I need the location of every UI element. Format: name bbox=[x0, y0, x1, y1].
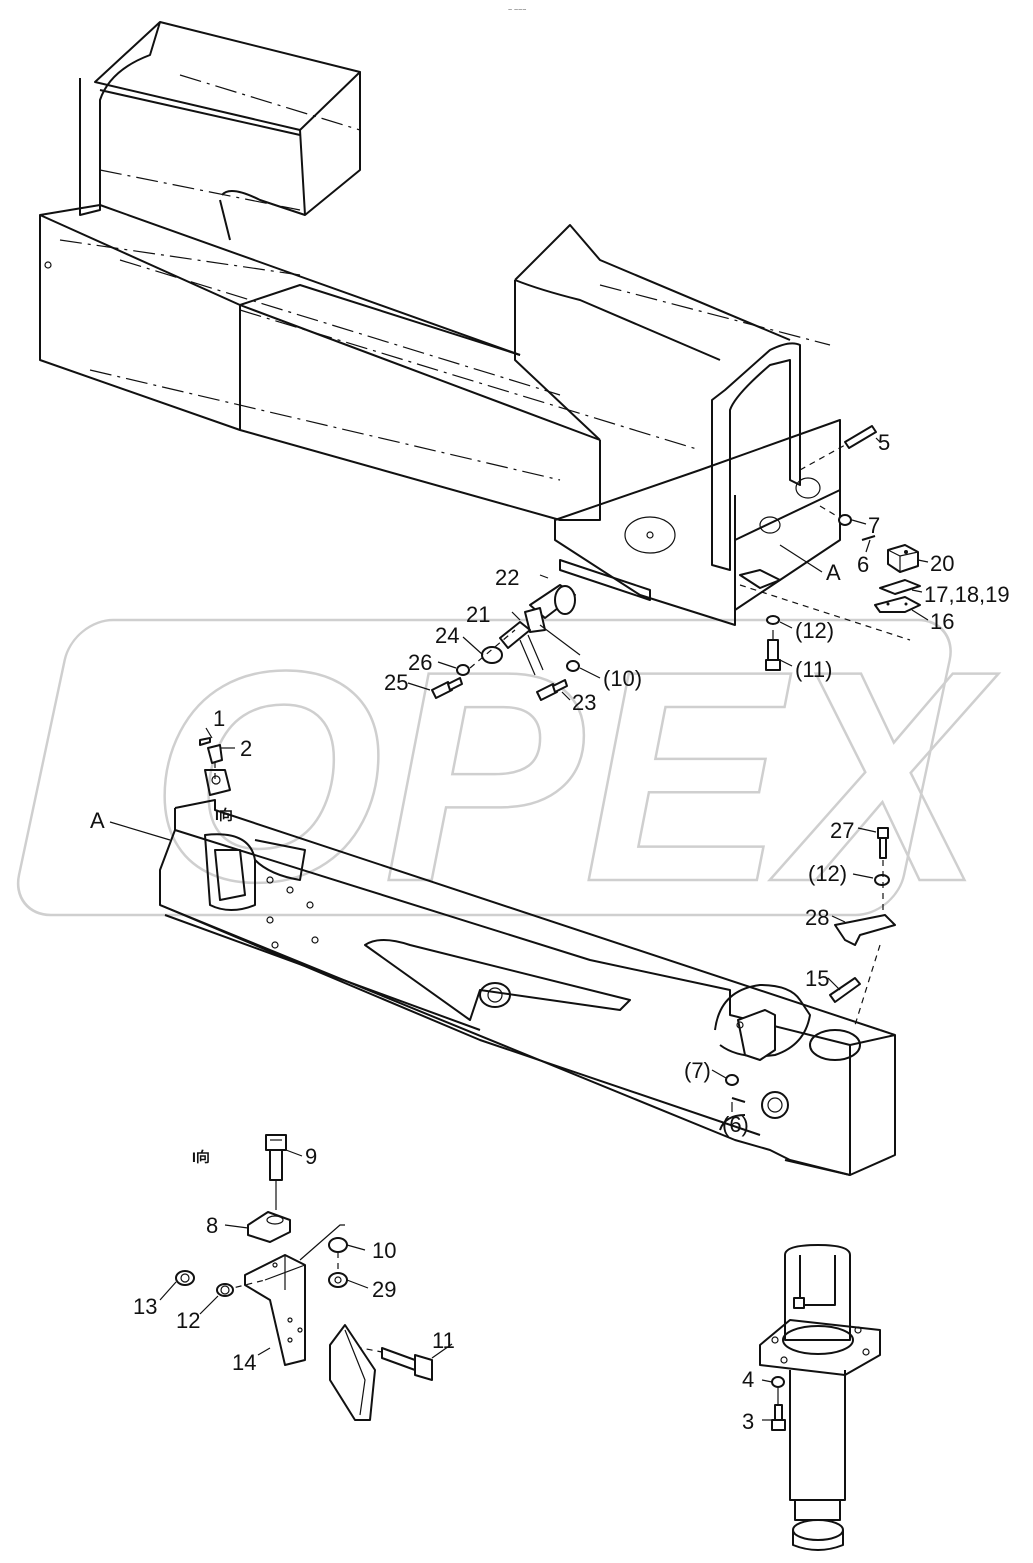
callout-27: 27 bbox=[830, 818, 854, 843]
opex-watermark: OPEX bbox=[16, 607, 1000, 945]
upper-channel-assembly bbox=[39, 21, 841, 626]
bolt-23 bbox=[536, 679, 568, 701]
washer-12-detail bbox=[216, 1283, 234, 1297]
washer-7-lower bbox=[725, 1074, 739, 1086]
lower-main-beam bbox=[159, 799, 896, 1176]
washer-12-upper bbox=[766, 615, 780, 625]
plate-17-18-19 bbox=[879, 579, 921, 595]
washer-12-right bbox=[874, 874, 890, 886]
lever-21 bbox=[499, 621, 544, 676]
centerline bbox=[599, 284, 831, 346]
centerline bbox=[119, 259, 561, 396]
callout-29: 29 bbox=[372, 1277, 396, 1302]
callouts-detail: I向 9 8 10 29 13 12 11 14 4 3 bbox=[133, 1144, 754, 1434]
callout-4: 4 bbox=[742, 1367, 754, 1392]
pin-6-lower bbox=[731, 1097, 746, 1103]
callout-12-right: (12) bbox=[808, 861, 847, 886]
callout-13: 13 bbox=[133, 1294, 157, 1319]
callouts-lower: 1 2 A I向 27 (12) 28 15 (7) (6) bbox=[90, 706, 854, 1137]
callout-6-lower: (6) bbox=[722, 1112, 749, 1137]
view-i-label-beam: I向 bbox=[215, 807, 233, 823]
callout-7-lower: (7) bbox=[684, 1058, 711, 1083]
washer-4 bbox=[771, 1376, 785, 1388]
disc-24 bbox=[481, 646, 503, 664]
callout-12-upper: (12) bbox=[795, 618, 834, 643]
bolt-11-upper bbox=[765, 630, 781, 671]
callout-16: 16 bbox=[930, 609, 954, 634]
watermark-text: OPEX bbox=[150, 608, 999, 944]
assembly-line bbox=[739, 584, 911, 641]
callout-6: 6 bbox=[857, 552, 869, 577]
pin-6 bbox=[861, 535, 876, 541]
callout-21: 21 bbox=[466, 602, 490, 627]
plate-28 bbox=[834, 914, 896, 946]
pin-2-washer-1 bbox=[199, 737, 231, 796]
bolt-3 bbox=[771, 1388, 786, 1431]
nut-29 bbox=[328, 1272, 348, 1288]
nut-13 bbox=[175, 1270, 195, 1286]
callout-12: 12 bbox=[176, 1308, 200, 1333]
callout-2: 2 bbox=[240, 736, 252, 761]
callout-9: 9 bbox=[305, 1144, 317, 1169]
callout-8: 8 bbox=[206, 1213, 218, 1238]
bracket-14 bbox=[224, 1224, 345, 1366]
washer-26 bbox=[456, 664, 470, 676]
nut-10 bbox=[328, 1237, 348, 1253]
callout-23: 23 bbox=[572, 690, 596, 715]
centerline bbox=[89, 369, 561, 481]
callout-11: 11 bbox=[432, 1328, 455, 1353]
bolt-27 bbox=[877, 827, 889, 859]
assembly-line bbox=[469, 629, 516, 669]
gusset-plate bbox=[329, 1324, 376, 1421]
callout-a-upper: A bbox=[826, 560, 841, 585]
callout-a-lower: A bbox=[90, 808, 105, 833]
callout-10: 10 bbox=[372, 1238, 396, 1263]
bracket-16 bbox=[874, 596, 921, 613]
callout-17-18-19: 17,18,19 bbox=[924, 582, 1010, 607]
callout-20: 20 bbox=[930, 551, 954, 576]
pin-5 bbox=[799, 425, 877, 471]
callout-14: 14 bbox=[232, 1350, 256, 1375]
callout-25: 25 bbox=[384, 670, 408, 695]
bushing-22 bbox=[524, 584, 576, 633]
washer-10-upper bbox=[566, 660, 580, 672]
pin-15 bbox=[829, 977, 861, 1003]
callout-26: 26 bbox=[408, 650, 432, 675]
callout-15: 15 bbox=[805, 966, 829, 991]
callout-22: 22 bbox=[495, 565, 519, 590]
assembly-line bbox=[539, 624, 581, 656]
bolt-11 bbox=[344, 1344, 433, 1381]
assembly-line bbox=[854, 944, 881, 1026]
outrigger-cylinder bbox=[759, 1244, 881, 1551]
leader-lines bbox=[109, 437, 929, 1421]
bolt-25 bbox=[431, 677, 463, 699]
callouts-upper: 5 7 6 20 A 17,18,19 16 22 21 (12) 24 (11… bbox=[384, 430, 1010, 715]
centerline bbox=[179, 74, 361, 131]
view-i-label-detail: I向 bbox=[192, 1149, 210, 1165]
centerline bbox=[59, 239, 301, 276]
callout-28: 28 bbox=[805, 905, 829, 930]
callout-1: 1 bbox=[213, 706, 225, 731]
callout-11-upper: (11) bbox=[795, 657, 833, 682]
block-20 bbox=[887, 544, 919, 573]
centerline bbox=[239, 309, 701, 451]
centerline bbox=[99, 169, 301, 211]
callout-3: 3 bbox=[742, 1409, 754, 1434]
block-8 bbox=[247, 1211, 291, 1243]
bolt-9 bbox=[265, 1134, 287, 1210]
callout-24: 24 bbox=[435, 623, 459, 648]
callout-5: 5 bbox=[878, 430, 890, 455]
header-mark: ~ ~~~ bbox=[508, 7, 526, 14]
callout-7: 7 bbox=[868, 513, 880, 538]
callout-10-upper: (10) bbox=[603, 666, 642, 691]
washer-7 bbox=[819, 505, 852, 526]
